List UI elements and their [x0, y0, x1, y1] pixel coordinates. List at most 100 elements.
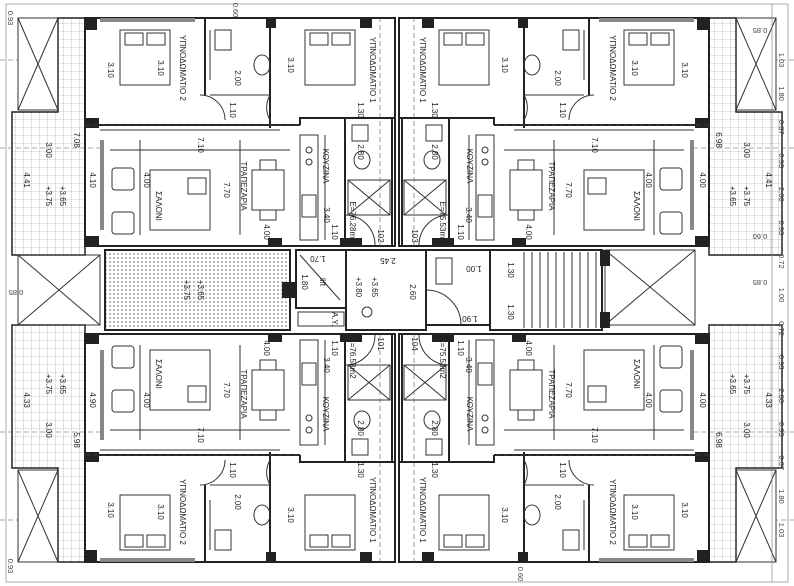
apartment-104-plan [398, 324, 794, 563]
margin-dimension: 0.93 [777, 153, 786, 168]
dimension-label: 3.40 [322, 207, 331, 223]
margin-dimension: 0.37 [777, 456, 786, 471]
kitchen-label: ΚΟΥΖΙΝΑ [465, 149, 474, 184]
core-dimension: 1.80 [300, 274, 309, 290]
dimension-label: 3.10 [156, 504, 165, 520]
dimension-label: 1.10 [330, 224, 339, 240]
balcony-dimension: 3.00 [742, 142, 751, 158]
dimension-label: 1.10 [228, 102, 237, 118]
balcony-level: +3.65 [58, 374, 67, 395]
dimension-label: 2.00 [553, 70, 562, 86]
duct [297, 311, 345, 327]
margin-dimension: 1.03 [777, 523, 786, 538]
dimension-label: 1.10 [558, 462, 567, 478]
unit-number: 104 [410, 337, 419, 351]
margin-dimension: 0.60 [231, 3, 240, 18]
bedroom-1-label: ΥΠΝΟΔΩΜΑΤΙΟ 1 [368, 37, 377, 103]
unit-number: 101 [376, 337, 385, 351]
dimension-label: 1.30 [430, 102, 439, 118]
core-dimension: 1.30 [506, 262, 515, 278]
light-shaft [104, 249, 291, 331]
dimension-label: 2.80 [430, 420, 439, 436]
balcony-dimension: 4.33 [22, 392, 31, 408]
apartment-area: E=75.53m2 [438, 337, 447, 379]
balcony-dimension: 3.00 [44, 422, 53, 438]
unit-number: 102 [376, 229, 385, 243]
margin-dimension: 0.72 [777, 254, 786, 269]
margin-dimension: 1.03 [777, 53, 786, 68]
dimension-label: 3.40 [322, 357, 331, 373]
balcony-level: +3.65 [58, 186, 67, 207]
dimension-label: 3.10 [500, 507, 509, 523]
balcony-dimension: 4.33 [764, 392, 773, 408]
dimension-label: 1.30 [356, 462, 365, 478]
core-dimension: 1.00 [466, 264, 482, 273]
apartment-area: E=75.53m2 [438, 201, 447, 243]
living-room-label: ΣΑΛΟΝΙ [632, 191, 641, 221]
dimension-label: 7.70 [564, 382, 573, 398]
dimension-label: 2.00 [233, 494, 242, 510]
balcony-dimension: 4.10 [88, 172, 97, 188]
dimension-label: 4.00 [262, 224, 271, 240]
dimension-label: 4.00 [644, 172, 653, 188]
dimension-label: 3.10 [106, 502, 115, 518]
margin-dimension: 2.80 [777, 187, 786, 202]
kitchen-label: ΚΟΥΖΙΝΑ [321, 149, 330, 184]
dimension-frame [5, 3, 789, 583]
living-room-label: ΣΑΛΟΝΙ [154, 191, 163, 221]
core-dimension: 1.90 [462, 314, 478, 323]
dimension-label: 7.10 [196, 137, 205, 153]
balcony-level: +3.65 [728, 186, 737, 207]
kitchen-label: ΚΟΥΖΙΝΑ [465, 397, 474, 432]
core-dimension: 1.30 [506, 304, 515, 320]
dimension-label: 7.70 [222, 382, 231, 398]
core-dimension: 2.60 [408, 284, 417, 300]
margin-dimension: 1.80 [777, 86, 786, 101]
dimension-label: 3.10 [680, 502, 689, 518]
bedroom-1-label: ΥΠΝΟΔΩΜΑΤΙΟ 1 [418, 477, 427, 543]
dimension-label: 3.10 [680, 62, 689, 78]
left-void [17, 254, 101, 326]
margin-dimension: 1.00 [777, 288, 786, 303]
bedroom-1-label: ΥΠΝΟΔΩΜΑΤΙΟ 1 [368, 477, 377, 543]
dimension-label: 3.10 [106, 62, 115, 78]
balcony-level: +3.75 [742, 374, 751, 395]
right-void [604, 249, 696, 326]
dimension-label: 7.70 [564, 182, 573, 198]
bedroom-1-label: ΥΠΝΟΔΩΜΑΤΙΟ 1 [418, 37, 427, 103]
balcony-dimension: 7.08 [72, 132, 81, 148]
bedroom-2-label: ΥΠΝΟΔΩΜΑΤΙΟ 2 [608, 479, 617, 545]
dining-room-label: ΤΡΑΠΕΖΑΡΙΑ [547, 161, 556, 211]
dimension-label: 1.30 [356, 102, 365, 118]
dining-room-label: ΤΡΑΠΕΖΑΡΙΑ [239, 369, 248, 419]
dimension-label: 2.80 [430, 144, 439, 160]
dimension-label: 1.10 [330, 340, 339, 356]
dimension-label: 3.10 [286, 57, 295, 73]
balcony-dimension: 5.98 [72, 432, 81, 448]
margin-dimension: 0.85 [9, 288, 24, 297]
margin-dimension: 0.60 [753, 232, 768, 241]
dimension-label: 4.00 [524, 340, 533, 356]
dimension-label: 7.10 [196, 427, 205, 443]
dimension-label: 4.00 [644, 392, 653, 408]
balcony-dimension: 4.41 [764, 172, 773, 188]
dimension-label: 3.40 [464, 207, 473, 223]
margin-dimension: 0.85 [753, 278, 768, 287]
apartment-101-plan [0, 324, 396, 563]
dimension-label: 4.00 [524, 224, 533, 240]
dimension-label: 3.10 [630, 60, 639, 76]
balcony-dimension: 6.98 [714, 132, 723, 148]
balcony-dimension: 3.00 [742, 422, 751, 438]
unit-number: 103 [410, 229, 419, 243]
balcony-dimension: 4.00 [698, 172, 707, 188]
bedroom-2-label: ΥΠΝΟΔΩΜΑΤΙΟ 2 [178, 35, 187, 101]
dimension-label: 7.70 [222, 182, 231, 198]
core-dimension: 2.45 [380, 256, 396, 265]
dimension-label: 4.00 [142, 172, 151, 188]
dimension-label: 4.00 [262, 340, 271, 356]
margin-dimension: 1.80 [777, 489, 786, 504]
balcony-level: +3.75 [44, 374, 53, 395]
core [17, 249, 696, 331]
core-dimension: +3.80 [354, 277, 363, 298]
